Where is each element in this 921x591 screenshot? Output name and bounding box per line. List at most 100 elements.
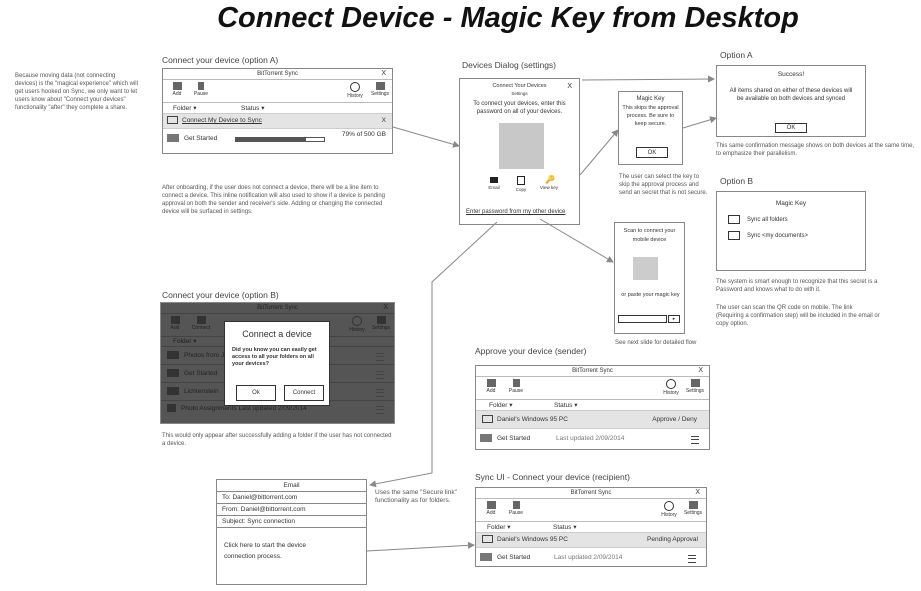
clock-icon [664, 501, 674, 511]
connect-device-link[interactable]: Connect My Device to Sync [182, 117, 262, 124]
menu-icon[interactable] [376, 371, 384, 379]
option-a-panel-note: This same confirmation message shows on … [716, 143, 915, 157]
folder-column[interactable]: Folder ▾ [173, 105, 197, 112]
approve-deny-link[interactable]: Approve / Deny [652, 416, 697, 423]
add-button[interactable]: Add [479, 501, 503, 516]
menu-icon[interactable] [376, 389, 384, 397]
progress-fill [236, 138, 306, 141]
folder-name: Get Started [184, 135, 218, 142]
pause-icon [512, 501, 520, 509]
magic-key-note: The user can select the key to skip the … [619, 174, 708, 196]
folder-column[interactable]: Folder ▾ [173, 338, 197, 345]
list-item[interactable]: Photo Assignments Last updated 2/09/2014 [161, 401, 394, 417]
email-body[interactable]: Click here to start the device connectio… [224, 542, 307, 560]
magic-key-popup: Magic Key This skips the approval proces… [618, 91, 683, 165]
submit-button[interactable]: ▸ [668, 315, 680, 323]
close-icon[interactable]: X [567, 83, 572, 90]
settings-button[interactable]: Settings [683, 379, 707, 394]
view-key-option[interactable]: 🔑View key [540, 175, 558, 191]
checkbox[interactable] [728, 215, 740, 224]
pause-icon [512, 379, 520, 387]
device-row[interactable]: Daniel's Windows 95 PC Pending Approval [476, 533, 706, 548]
monitor-icon [482, 415, 493, 424]
option-b-note-1: The system is smart enough to recognize … [716, 279, 878, 293]
email-mockup: Email To: Daniel@bittorrent.com From: Da… [216, 479, 367, 585]
folder-name: Get Started [497, 554, 531, 561]
sync-docs-option[interactable]: Sync <my documents> [728, 231, 808, 240]
add-button[interactable]: Add [479, 379, 503, 394]
app-title: BitTorrent Sync [572, 368, 613, 374]
close-icon[interactable]: X [698, 367, 703, 374]
file-icon [167, 404, 176, 413]
last-updated: Last updated 2/09/2014 [556, 435, 625, 442]
status-column[interactable]: Status ▾ [554, 402, 578, 409]
clipboard-icon [517, 176, 525, 185]
close-icon[interactable]: X [381, 70, 386, 77]
ok-button[interactable]: OK [636, 147, 668, 158]
pause-button[interactable]: Pause [504, 501, 528, 516]
close-icon[interactable]: X [695, 489, 700, 496]
magic-key-input[interactable] [618, 315, 667, 323]
add-button[interactable]: Add [165, 82, 189, 97]
menu-icon[interactable] [691, 436, 699, 444]
folder-column[interactable]: Folder ▾ [489, 402, 513, 409]
monitor-icon [167, 116, 178, 125]
approve-window: BitTorrent Sync X Add Pause History Setti… [475, 365, 710, 450]
settings-button[interactable]: Settings [681, 501, 705, 516]
pause-button[interactable]: Pause [504, 379, 528, 394]
option-a-panel-heading: Option A [720, 50, 753, 60]
ok-button[interactable]: Ok [236, 385, 276, 401]
folder-icon [480, 553, 492, 562]
dismiss-icon[interactable]: X [381, 117, 386, 124]
folder-add-icon [486, 501, 496, 509]
folder-column[interactable]: Folder ▾ [487, 524, 511, 531]
connect-device-row[interactable]: Connect My Device to Sync X [163, 114, 392, 129]
menu-icon[interactable] [688, 555, 696, 563]
menu-icon[interactable] [376, 406, 384, 414]
close-icon[interactable]: X [383, 304, 388, 311]
menu-icon[interactable] [376, 353, 384, 361]
get-started-row[interactable]: Get Started 79% of 500 GB [163, 129, 392, 148]
clock-icon [350, 82, 360, 92]
status-column[interactable]: Status ▾ [241, 105, 265, 112]
option-b-panel-heading: Option B [720, 176, 754, 186]
magic-key-panel: Magic Key Sync all folders Sync <my docu… [716, 191, 866, 271]
folder-name: Photo Assignments [181, 405, 237, 412]
folder-icon [480, 434, 492, 443]
history-button[interactable]: History [659, 379, 683, 396]
device-name: Daniel's Windows 95 PC [497, 536, 568, 543]
ok-button[interactable]: OK [775, 123, 807, 133]
history-button[interactable]: History [657, 501, 681, 518]
folder-add-icon [486, 379, 496, 387]
sync-all-option[interactable]: Sync all folders [728, 215, 788, 224]
checkbox[interactable] [728, 231, 740, 240]
pending-status: Pending Approval [647, 536, 698, 543]
add-button[interactable]: Add [163, 316, 187, 331]
column-headers: Folder ▾ Status ▾ [476, 522, 706, 533]
enter-password-link[interactable]: Enter password from my other device [466, 209, 566, 215]
dialog-subtitle: Settings [511, 91, 528, 96]
monitor-icon [482, 535, 493, 544]
email-to: To: Daniel@bittorrent.com [217, 492, 366, 504]
arrow [369, 221, 498, 488]
copy-option[interactable]: Copy [511, 176, 531, 192]
settings-button[interactable]: Settings [369, 316, 393, 331]
devices-dialog: Connect Your Devices X Settings To conne… [459, 78, 580, 225]
scan-panel: Scan to connect your mobile device or pa… [614, 222, 685, 334]
settings-button[interactable]: Settings [368, 82, 392, 97]
title-bar: BitTorrent Sync X [163, 69, 392, 80]
email-option[interactable]: Email [484, 177, 504, 190]
pause-button[interactable]: Pause [189, 82, 213, 97]
history-button[interactable]: History [343, 82, 367, 99]
status-column[interactable]: Status ▾ [553, 524, 577, 531]
connect-button[interactable]: Connect [189, 316, 213, 331]
clock-icon [666, 379, 676, 389]
gear-icon [688, 501, 698, 509]
history-button[interactable]: History [345, 316, 369, 333]
connect-button[interactable]: Connect [284, 385, 324, 401]
